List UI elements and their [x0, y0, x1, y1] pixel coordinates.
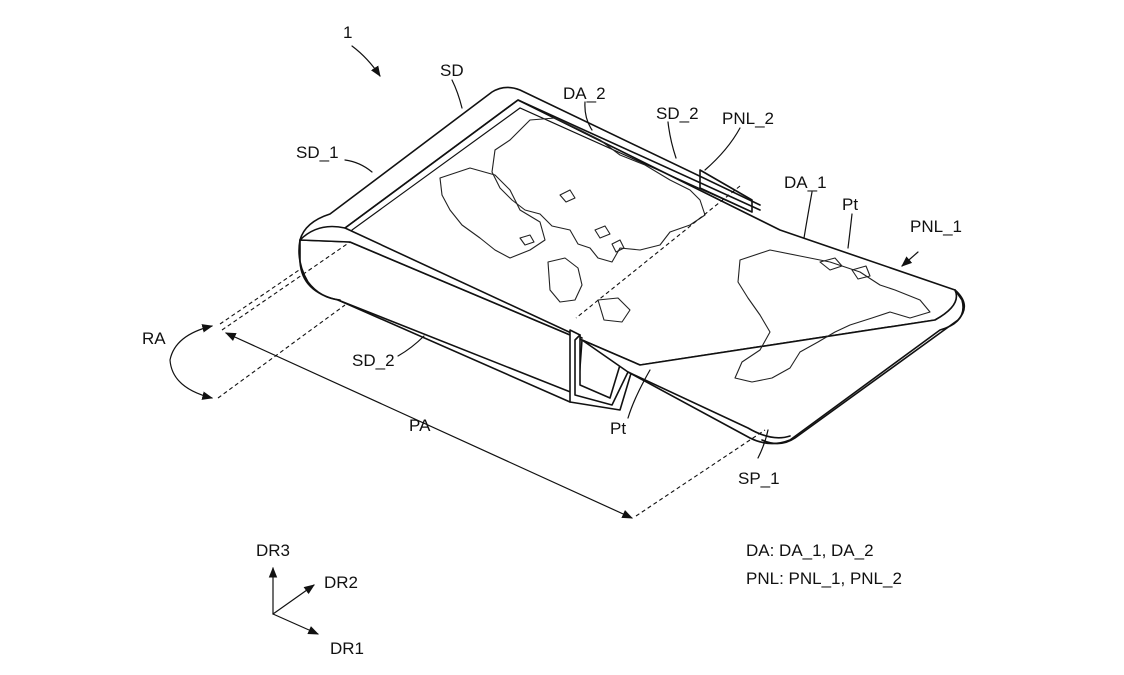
map-south-america-west — [547, 257, 583, 303]
leader-sp-1 — [757, 429, 769, 459]
dimension-lines — [169, 45, 766, 519]
labels: 1 SD SD_1 DA_2 SD_2 PNL_2 DA_1 Pt PNL_1 … — [142, 23, 962, 488]
label-sd-1: SD_1 — [296, 143, 339, 162]
map-africa — [439, 167, 546, 259]
leader-sd-2-top — [667, 121, 677, 159]
label-da-2: DA_2 — [563, 84, 606, 103]
device-number-arrow — [351, 45, 381, 77]
label-sp-1: SP_1 — [738, 469, 780, 488]
axis-dr1-label: DR1 — [330, 639, 364, 658]
pa-dimension-line — [225, 332, 633, 519]
label-ra: RA — [142, 329, 166, 348]
display-frame — [344, 99, 761, 339]
ra-guide-top — [219, 267, 303, 325]
axis-dr2-label: DR2 — [324, 573, 358, 592]
pa-guide-right — [635, 429, 766, 517]
housing-top-surface — [299, 99, 963, 366]
label-da-1: DA_1 — [784, 173, 827, 192]
world-map — [439, 117, 931, 383]
axis-indicator: DR3 DR2 DR1 — [256, 541, 364, 658]
label-sd-2-top: SD_2 — [656, 104, 699, 123]
fold-line-center — [575, 185, 741, 319]
map-europe-asia — [491, 117, 706, 263]
display-frame-inner — [351, 107, 753, 231]
left-roll-cap — [298, 239, 341, 301]
leader-sd-2-front — [397, 335, 425, 357]
legend-da: DA: DA_1, DA_2 — [746, 541, 874, 560]
leader-da-2 — [584, 101, 593, 131]
ra-rotation-arrow — [169, 324, 214, 400]
label-sd: SD — [440, 61, 464, 80]
label-sd-2-front: SD_2 — [352, 351, 395, 370]
panel-front-edge — [627, 371, 791, 439]
axis-dr1-arrow — [272, 613, 319, 635]
axis-dr3-label: DR3 — [256, 541, 290, 560]
label-device: 1 — [343, 23, 352, 42]
label-pnl-2: PNL_2 — [722, 109, 774, 128]
label-pnl-1: PNL_1 — [910, 217, 962, 236]
device-body — [298, 86, 966, 445]
axis-dr2-arrow — [272, 584, 315, 615]
leader-sd — [451, 79, 463, 109]
leader-da-1 — [803, 191, 813, 239]
label-pt-top: Pt — [842, 195, 858, 214]
legend-pnl: PNL: PNL_1, PNL_2 — [746, 569, 902, 588]
leader-pt-top — [847, 213, 853, 249]
housing-top-edge — [299, 86, 761, 241]
map-islands — [519, 189, 871, 280]
pnl2-groove — [699, 169, 753, 213]
pa-guide-left — [221, 241, 351, 331]
legend: DA: DA_1, DA_2 PNL: PNL_1, PNL_2 — [746, 541, 902, 588]
pnl-1-arrow — [901, 251, 919, 267]
leader-sd-1 — [344, 159, 373, 173]
leader-pt-bottom — [627, 369, 651, 419]
map-australia — [597, 297, 631, 323]
ra-guide-bottom — [217, 304, 346, 399]
label-pt-bottom: Pt — [610, 419, 626, 438]
panel-roll-edge — [761, 289, 966, 445]
leader-pnl-2 — [704, 127, 741, 171]
label-pa: PA — [409, 416, 431, 435]
leader-lines — [344, 79, 919, 459]
